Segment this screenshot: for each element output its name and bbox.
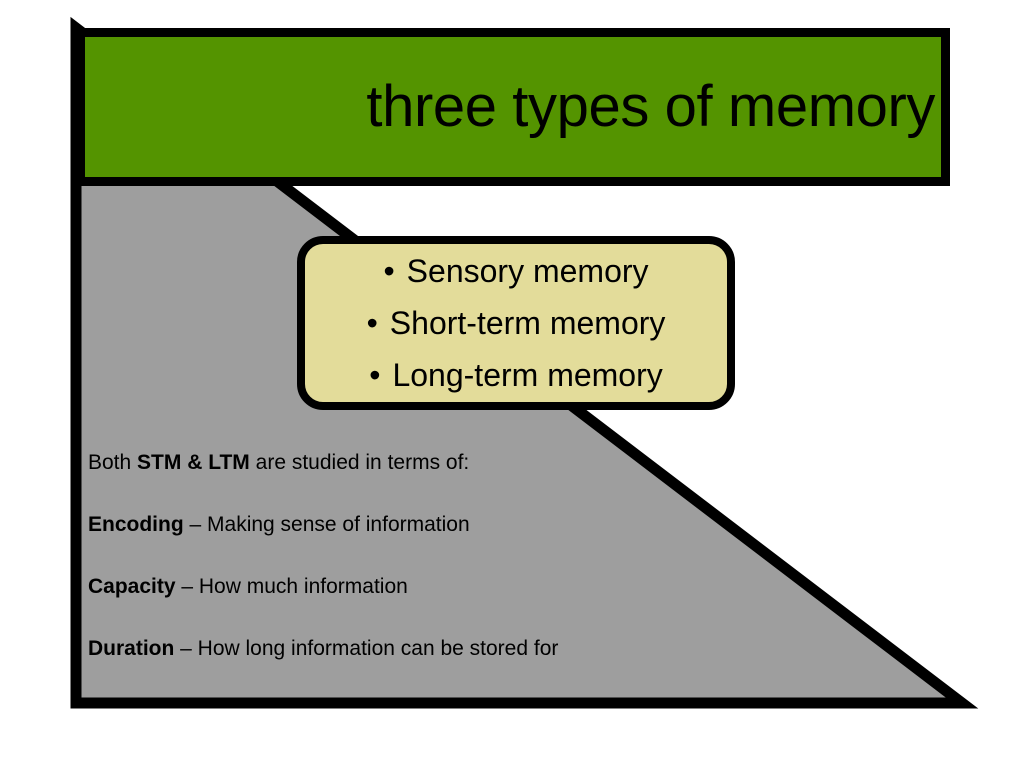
bullet-icon: • [383, 253, 395, 289]
list-item-label: Sensory memory [406, 253, 649, 289]
body-text-block: Both STM & LTM are studied in terms of: … [88, 452, 848, 660]
body-line: Duration – How long information can be s… [88, 638, 848, 660]
list-item: • Short-term memory [367, 297, 666, 349]
list-item-label: Long-term memory [392, 357, 663, 393]
body-line: Capacity – How much information [88, 576, 848, 598]
list-item: • Sensory memory [383, 245, 648, 297]
body-line-rest: are studied in terms of: [249, 451, 470, 474]
list-item-label: Short-term memory [389, 305, 666, 341]
body-line-term: Capacity [88, 575, 176, 598]
body-line: Encoding – Making sense of information [88, 514, 848, 536]
body-line-rest: – How much information [175, 575, 408, 598]
bullet-icon: • [369, 357, 381, 393]
body-line-term: STM & LTM [137, 451, 250, 474]
page-title: three types of memory [366, 73, 935, 139]
body-line-rest: – How long information can be stored for [174, 637, 559, 660]
body-line-term: Encoding [88, 513, 184, 536]
memory-types-callout: •Sensory memory •Short-term memory •Long… [297, 236, 735, 410]
body-line-term: Duration [88, 637, 175, 660]
bullet-icon: • [366, 305, 378, 341]
body-line: Both STM & LTM are studied in terms of: [88, 452, 848, 474]
title-banner: three types of memory [76, 28, 950, 186]
body-line-rest: – Making sense of information [183, 513, 470, 536]
list-item: • Long-term memory [369, 349, 663, 401]
body-line-lead: Both [88, 451, 138, 474]
